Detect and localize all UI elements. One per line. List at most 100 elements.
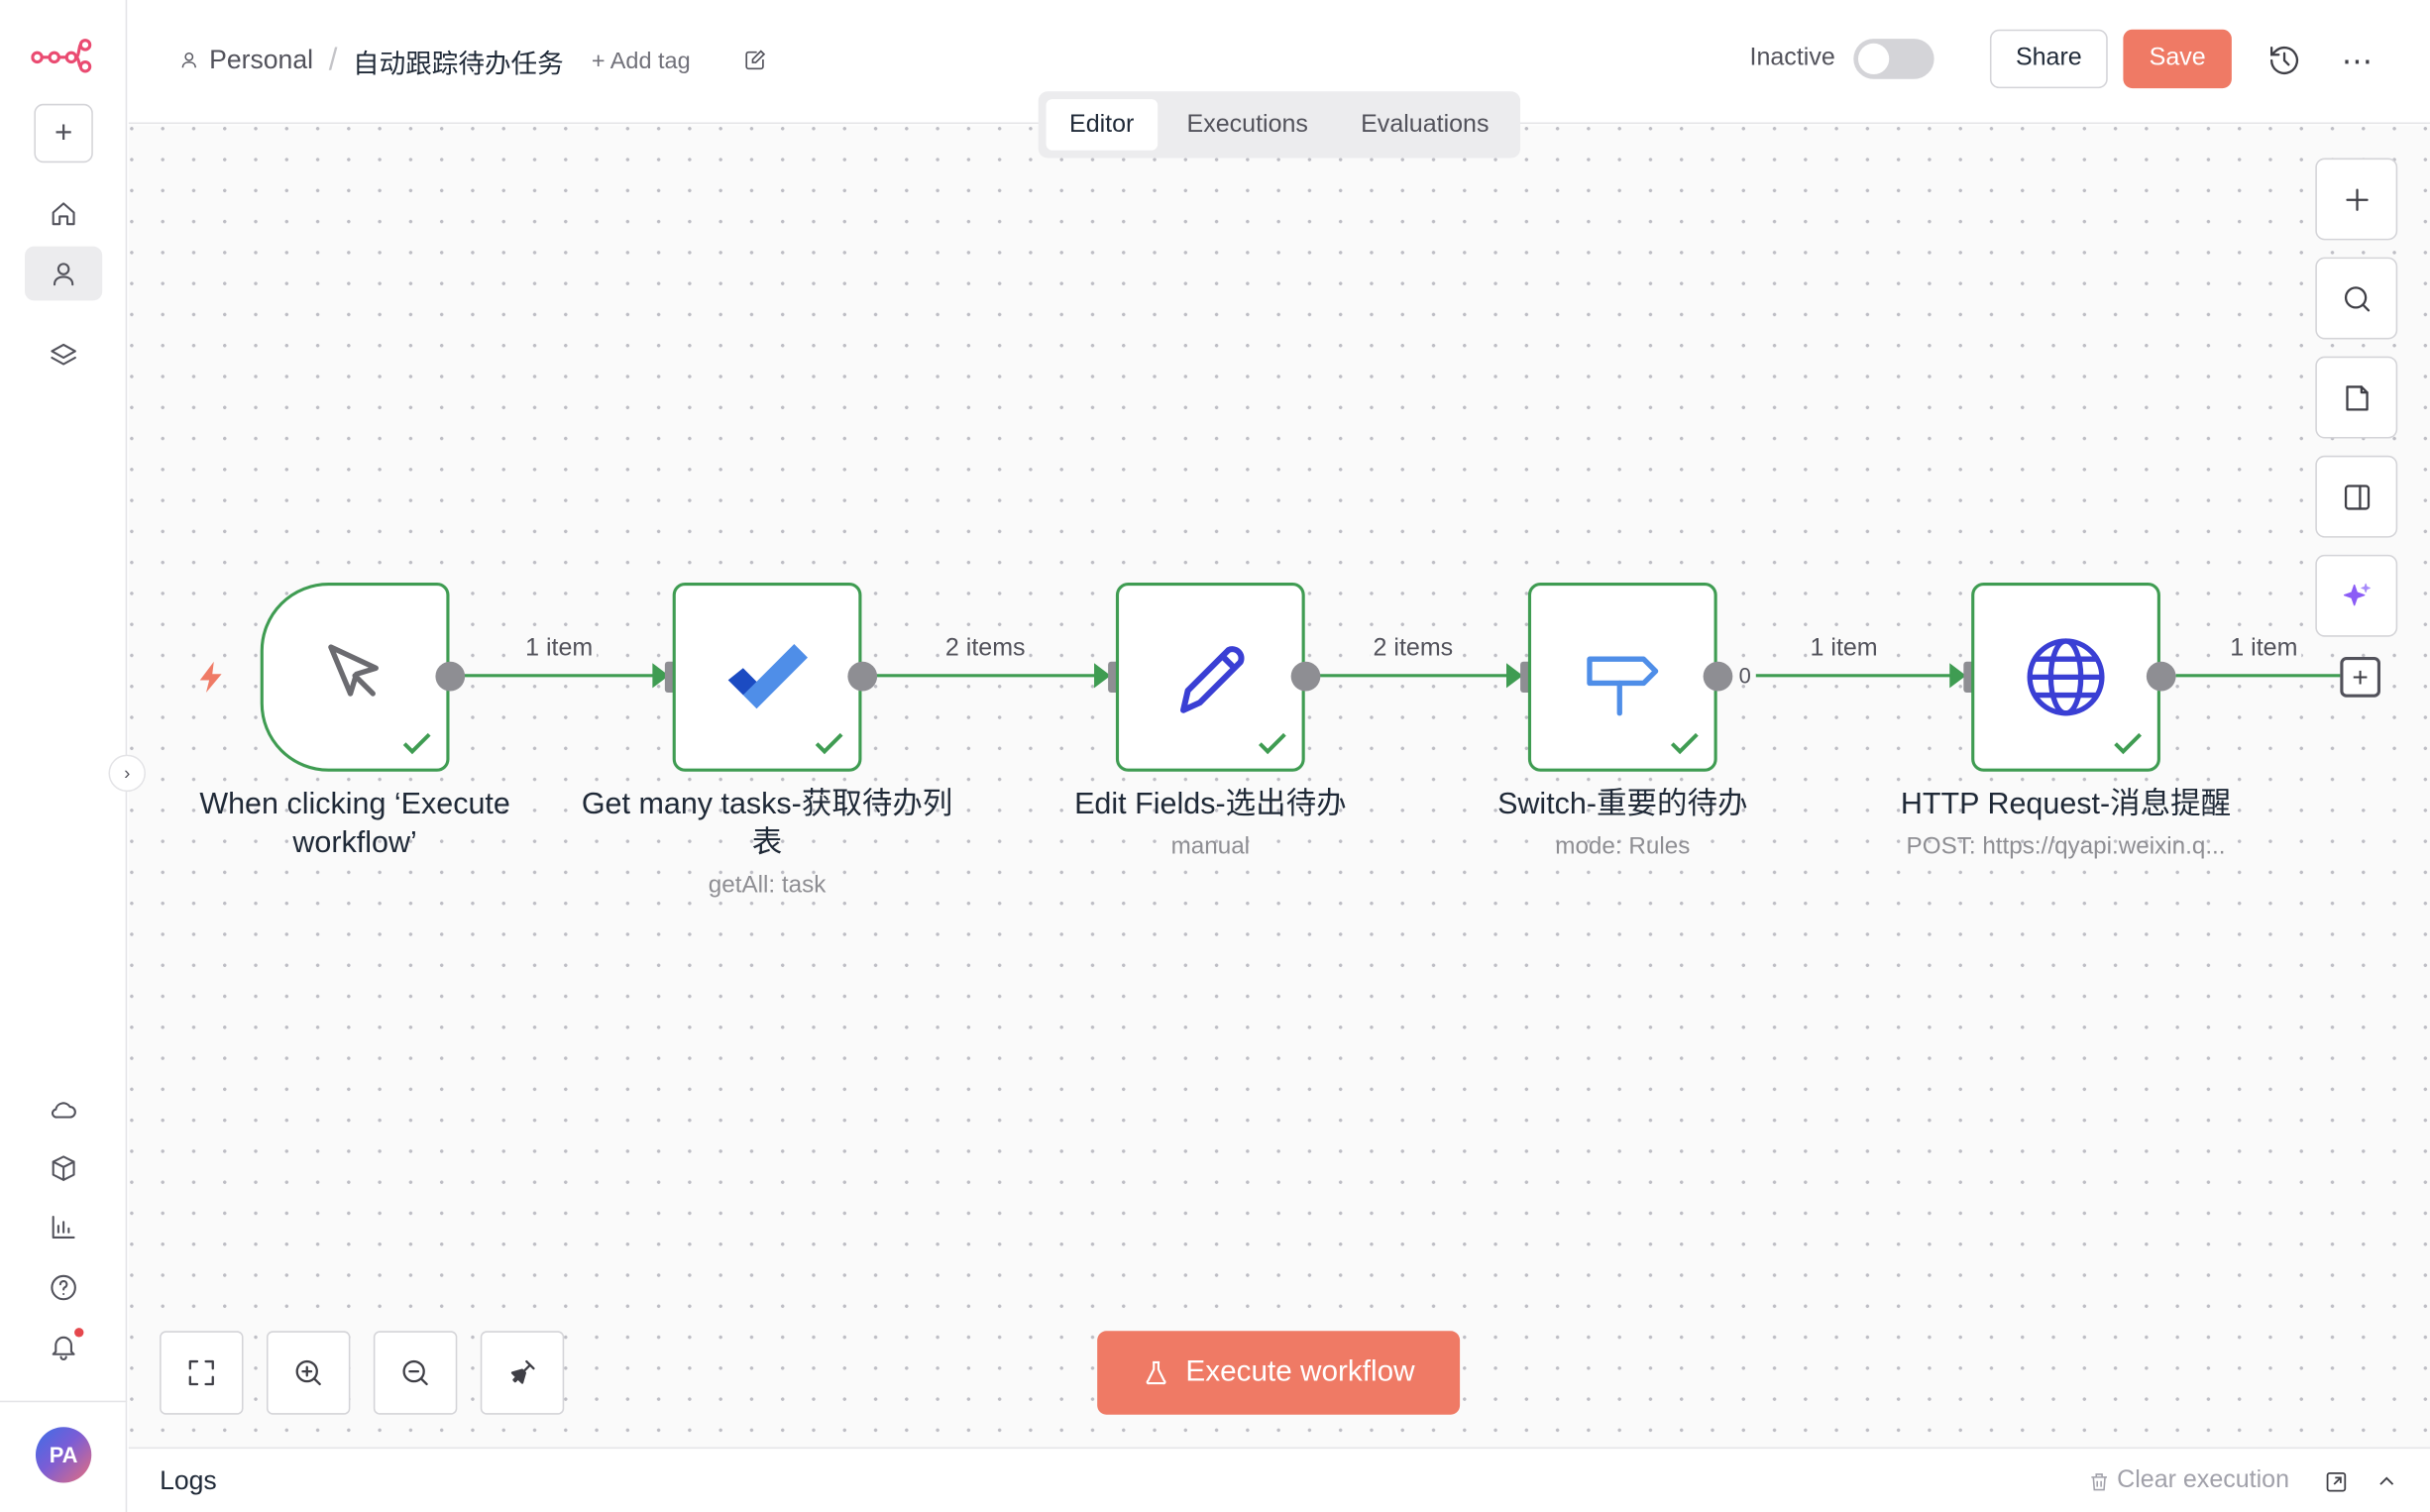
node-http-request[interactable] [1971, 582, 2160, 772]
more-options-icon[interactable]: ⋯ [2341, 45, 2375, 79]
view-tabs: Editor Executions Evaluations [1038, 91, 1521, 159]
share-button[interactable]: Share [1989, 29, 2108, 89]
user-icon [181, 52, 196, 68]
flask-icon [1146, 1360, 1166, 1385]
sidebar-item-help[interactable] [25, 1259, 102, 1314]
sticky-note-button[interactable] [2315, 356, 2398, 439]
sidebar-item-cloud[interactable] [25, 1082, 102, 1136]
output-index-label: 0 [1738, 663, 1751, 689]
node-subtitle: POST: https://qyapi.weixin.q... [1906, 833, 2226, 860]
plus-icon [2345, 187, 2368, 211]
tab-editor[interactable]: Editor [1046, 99, 1158, 151]
project-label: Personal [209, 45, 314, 75]
node-subtitle: getAll: task [708, 872, 827, 900]
success-check-icon [1670, 732, 1699, 755]
cursor-icon [328, 644, 379, 697]
search-button[interactable] [2315, 257, 2398, 340]
pop-out-icon[interactable] [2323, 1468, 2350, 1495]
todo-check-icon [727, 644, 808, 709]
node-title: Get many tasks-获取待办列表 [581, 787, 953, 860]
sidebar-divider [0, 1400, 128, 1403]
workflow-name[interactable]: 自动跟踪待办任务 [353, 49, 564, 78]
node-title: When clicking ‘Execute workflow’ [199, 787, 510, 860]
cloud-icon [51, 1101, 76, 1118]
n8n-logo-icon[interactable] [31, 38, 93, 75]
success-check-icon [1258, 732, 1286, 755]
active-toggle[interactable] [1853, 39, 1934, 79]
add-node-button[interactable]: + [2340, 657, 2380, 698]
output-handle[interactable] [2146, 661, 2176, 692]
add-tag-button[interactable]: + Add tag [591, 47, 691, 74]
search-icon [2344, 285, 2370, 311]
node-title: HTTP Request-消息提醒 [1900, 787, 2232, 821]
zoom-out-icon [402, 1359, 428, 1386]
history-icon[interactable] [2267, 44, 2301, 77]
node-edit-fields[interactable] [1115, 582, 1305, 772]
sidebar-item-insights[interactable] [25, 1199, 102, 1253]
home-icon [52, 201, 75, 225]
edge-label: 2 items [941, 635, 1029, 664]
sidebar-item-personal[interactable] [25, 246, 103, 301]
sparkles-icon [2343, 582, 2371, 605]
output-handle[interactable] [435, 661, 466, 692]
chevron-right-icon: › [124, 762, 131, 785]
sidebar-item-projects[interactable] [25, 329, 102, 383]
zoom-in-button[interactable] [266, 1331, 351, 1415]
plus-icon: + [54, 115, 73, 150]
templates-icon [52, 1154, 75, 1181]
execute-workflow-label: Execute workflow [1185, 1355, 1415, 1389]
save-button[interactable]: Save [2123, 29, 2232, 89]
output-handle[interactable] [847, 661, 878, 692]
output-handle[interactable] [1290, 661, 1321, 692]
zoom-out-button[interactable] [373, 1331, 458, 1415]
sidebar-item-templates[interactable] [25, 1140, 102, 1195]
execute-workflow-button[interactable]: Execute workflow [1097, 1331, 1461, 1415]
insights-icon [52, 1215, 75, 1239]
ai-assistant-button[interactable] [2315, 554, 2398, 637]
breadcrumb-project[interactable]: Personal [178, 45, 313, 75]
tidy-up-button[interactable] [480, 1331, 565, 1415]
workflow-canvas[interactable] [128, 125, 2430, 1448]
success-check-icon [815, 732, 843, 755]
create-button[interactable]: + [34, 103, 93, 163]
node-subtitle: mode: Rules [1555, 833, 1691, 860]
panel-right-icon [2344, 484, 2370, 509]
sidebar-collapse-button[interactable]: › [108, 754, 146, 793]
node-manual-trigger[interactable] [260, 582, 450, 772]
sidebar-item-notifications[interactable] [25, 1319, 102, 1373]
tab-evaluations[interactable]: Evaluations [1361, 110, 1490, 138]
toggle-panel-button[interactable] [2315, 455, 2398, 538]
tab-executions[interactable]: Executions [1186, 110, 1308, 138]
edit-description-icon[interactable] [743, 48, 768, 72]
lightning-icon [199, 661, 222, 694]
sidebar-item-overview[interactable] [25, 186, 102, 241]
bell-icon [52, 1336, 75, 1360]
active-status-label: Inactive [1749, 45, 1835, 71]
sidebar: + PA [0, 0, 128, 1512]
chevron-up-icon[interactable] [2375, 1468, 2399, 1493]
edge-label: 1 item [2227, 635, 2301, 664]
globe-icon [2027, 638, 2105, 716]
edge-label: 1 item [522, 635, 597, 664]
broom-icon [510, 1359, 535, 1384]
layers-icon [51, 343, 76, 365]
logs-title[interactable]: Logs [160, 1465, 217, 1496]
edge-label: 2 items [1370, 635, 1457, 664]
pencil-icon [1180, 646, 1245, 713]
node-get-many-tasks[interactable] [672, 582, 862, 772]
edge-label: 1 item [1807, 635, 1881, 664]
output-handle[interactable] [1703, 661, 1733, 692]
open-nodes-panel-button[interactable] [2315, 158, 2398, 241]
notification-dot [74, 1328, 84, 1338]
signpost-icon [1587, 656, 1659, 716]
node-title: Edit Fields-选出待办 [1074, 787, 1347, 821]
success-check-icon [2114, 732, 2142, 755]
node-subtitle: manual [1170, 833, 1251, 860]
logs-panel: Logs Clear execution [128, 1447, 2430, 1512]
success-check-icon [402, 732, 431, 755]
clear-execution-button[interactable]: Clear execution [2087, 1467, 2289, 1495]
node-switch[interactable] [1527, 582, 1717, 772]
sticky-note-icon [2345, 384, 2368, 410]
avatar[interactable]: PA [35, 1427, 92, 1483]
zoom-to-fit-button[interactable] [160, 1331, 244, 1415]
